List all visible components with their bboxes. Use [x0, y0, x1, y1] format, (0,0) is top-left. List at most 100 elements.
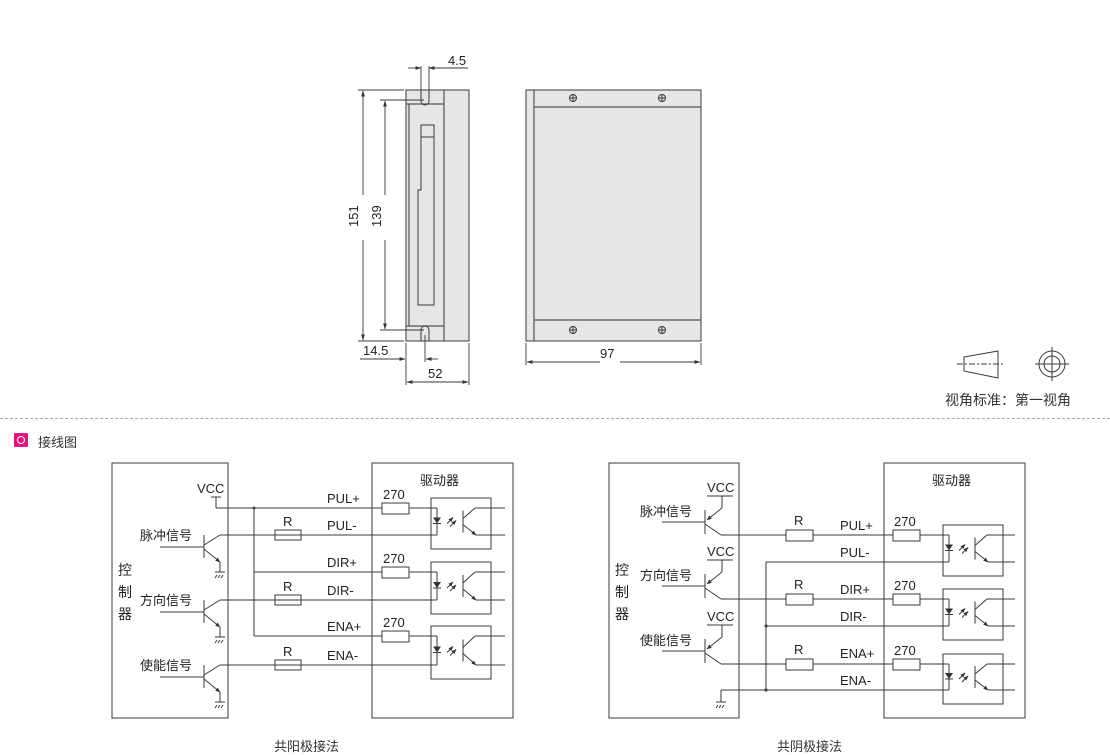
resistor-270-label: 270 [894, 578, 916, 593]
ground-icon [715, 701, 726, 709]
signal-label-pulse: 脉冲信号 [140, 529, 192, 544]
controller-box [111, 462, 229, 719]
screw-holes [569, 94, 666, 334]
dim-total-height: 151 [346, 205, 361, 227]
optocoupler-box [430, 561, 492, 615]
resistor-270-label: 270 [383, 615, 405, 630]
connector-body [417, 137, 435, 306]
terminal-ena-minus: ENA- [327, 648, 358, 663]
resistor-label: R [794, 577, 803, 592]
resistor-270 [892, 529, 921, 542]
resistor-270 [892, 658, 921, 671]
driver-box [371, 462, 514, 719]
controller-label-1: 控 [615, 563, 629, 579]
pulse-transistor: 脉冲信号 [140, 529, 378, 579]
resistor-270 [381, 630, 410, 643]
terminal-pul-minus: PUL- [327, 518, 357, 533]
controller-label-1: 控 [118, 563, 132, 579]
vcc-label: VCC [707, 544, 734, 559]
optocoupler-box [430, 497, 492, 550]
controller-label-3: 器 [118, 607, 132, 623]
dim-slot-width: 4.5 [448, 53, 466, 68]
section-divider [0, 418, 1110, 419]
signal-label: 脉冲信号 [640, 505, 692, 520]
led-icon [433, 582, 441, 588]
led-icon [433, 517, 441, 524]
optocoupler-box [942, 653, 1004, 705]
front-view: 97 [525, 89, 702, 365]
terminal-dir-plus: DIR+ [327, 555, 357, 570]
ground-icon [214, 571, 225, 579]
front-view-body [525, 89, 702, 342]
truncated-cone-icon [963, 350, 999, 379]
terminal-dir-plus: DIR+ [840, 582, 870, 597]
caption-common-anode: 共阳极接法 [274, 740, 340, 755]
resistor-label: R [283, 644, 292, 659]
common-anode-diagram: 控 制 器 驱动器 VCC 脉冲信号 方向信号 [111, 462, 514, 719]
resistor-r-pul [274, 529, 302, 541]
vcc-label: VCC [707, 609, 734, 624]
resistor-r-dir [274, 594, 302, 606]
optocoupler-channel: 270 [884, 643, 1015, 705]
signal-label: 方向信号 [640, 568, 692, 584]
terminal-ena-plus: ENA+ [327, 619, 361, 634]
vcc-label: VCC [197, 481, 224, 496]
section-title: 接线图 [38, 436, 78, 451]
dim-hole-pitch: 139 [369, 205, 384, 227]
optocoupler-box [430, 625, 492, 680]
direction-transistor: 方向信号 [140, 593, 378, 644]
projection-standard-label: 视角标准：第一视角 [945, 393, 1071, 409]
controller-label-3: 器 [615, 607, 629, 623]
led-icon [433, 646, 441, 653]
resistor-r-ena [274, 659, 302, 671]
driver-label: 驱动器 [420, 474, 459, 489]
dim-side-width: 52 [428, 366, 442, 381]
resistor-270-label: 270 [383, 487, 405, 502]
led-icon [945, 544, 953, 551]
terminal-pul-plus: PUL+ [327, 491, 360, 506]
connector-top [420, 124, 435, 138]
side-view: 4.5 151 139 14.5 52 [346, 53, 470, 385]
resistor-r-pul [785, 529, 814, 542]
caption-common-cathode: 共阴极接法 [777, 740, 843, 755]
terminal-ena-plus: ENA+ [840, 646, 874, 661]
optocoupler-channel: 270 [372, 615, 505, 680]
ground-icon [214, 701, 225, 709]
resistor-label: R [283, 514, 292, 529]
signal-label-enable: 使能信号 [140, 658, 192, 674]
optocoupler-box [942, 524, 1004, 577]
signal-transistor: VCC 方向信号 [640, 544, 893, 600]
side-view-body [405, 89, 470, 342]
resistor-r-ena [785, 658, 814, 671]
dim-front-width: 97 [600, 346, 614, 361]
resistor-270 [381, 566, 410, 579]
signal-transistor: VCC 使能信号 [640, 609, 893, 665]
vcc-label: VCC [707, 480, 734, 495]
resistor-270-label: 270 [894, 514, 916, 529]
optocoupler-channel: 270 [884, 514, 1015, 577]
terminal-pul-minus: PUL- [840, 545, 870, 560]
common-cathode-diagram: 控 制 器 驱动器 VCC 脉冲信号 VCC 方向信号 VCC 使能信号 R R R PU… [608, 462, 1026, 719]
first-angle-projection-symbol [957, 347, 1069, 381]
driver-label: 驱动器 [932, 474, 971, 489]
terminal-pul-plus: PUL+ [840, 518, 873, 533]
optocoupler-box [942, 588, 1004, 641]
controller-label-2: 制 [615, 585, 629, 601]
controller-box [608, 462, 740, 719]
resistor-r-dir [785, 593, 814, 606]
concentric-circles-icon [1035, 347, 1069, 381]
optocoupler-channel: 270 [884, 578, 1015, 641]
resistor-270 [892, 593, 921, 606]
signal-label-direction: 方向信号 [140, 593, 192, 609]
enable-transistor: 使能信号 [140, 658, 378, 709]
signal-label: 使能信号 [640, 633, 692, 649]
optocoupler-channel: 270 [372, 487, 505, 550]
resistor-270-label: 270 [383, 551, 405, 566]
top-slot [420, 90, 430, 106]
resistor-label: R [794, 513, 803, 528]
resistor-label: R [794, 642, 803, 657]
led-icon [945, 673, 953, 679]
led-icon [945, 608, 953, 615]
resistor-270 [381, 502, 410, 515]
